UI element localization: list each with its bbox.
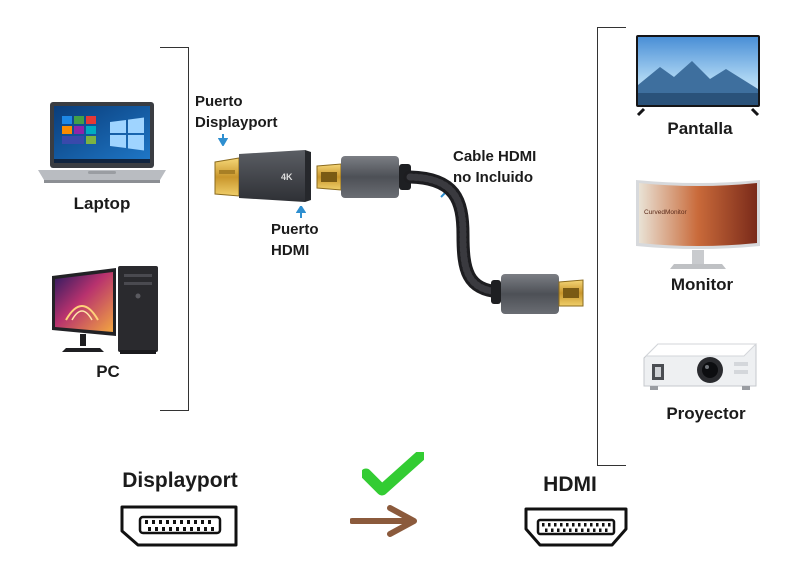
callout-line: no Incluido (453, 169, 533, 186)
curved-monitor-icon: CurvedMonitor (634, 176, 762, 272)
laptop-icon (36, 100, 168, 188)
tv-label: Pantalla (667, 119, 733, 138)
right-bracket (597, 27, 626, 466)
arrow-right-icon (350, 504, 420, 538)
arrow-up-icon (296, 206, 306, 218)
displayport-port-callout: Puerto Displayport (195, 91, 278, 133)
pc-label: PC (96, 362, 120, 381)
hdmi-label: HDMI (543, 473, 597, 496)
projector-icon (638, 338, 762, 400)
callout-line: Cable HDMI (453, 148, 537, 165)
hdmi-connector-icon (520, 505, 632, 549)
projector-label: Proyector (666, 404, 746, 423)
tv-icon (634, 33, 762, 117)
displayport-connector-icon (118, 503, 240, 549)
check-icon (362, 452, 424, 498)
monitor-label: Monitor (670, 275, 734, 294)
callout-line: Puerto (195, 93, 243, 110)
callout-line: Displayport (195, 114, 278, 131)
hdmi-port-callout: Puerto HDMI (271, 219, 319, 261)
callout-line: Puerto (271, 221, 319, 238)
callout-line: HDMI (271, 242, 310, 259)
desktop-pc-icon (46, 262, 162, 358)
monitor-screen-text: CurvedMonitor (644, 209, 687, 216)
left-bracket (160, 47, 189, 411)
displayport-label: Displayport (122, 469, 238, 492)
adapter-badge: 4K (281, 172, 293, 182)
laptop-label: Laptop (73, 194, 131, 213)
arrow-down-icon (218, 134, 228, 146)
hdmi-cable-callout: Cable HDMI no Incluido (453, 146, 536, 188)
adapter-cable-illustration: 4K (205, 140, 605, 330)
